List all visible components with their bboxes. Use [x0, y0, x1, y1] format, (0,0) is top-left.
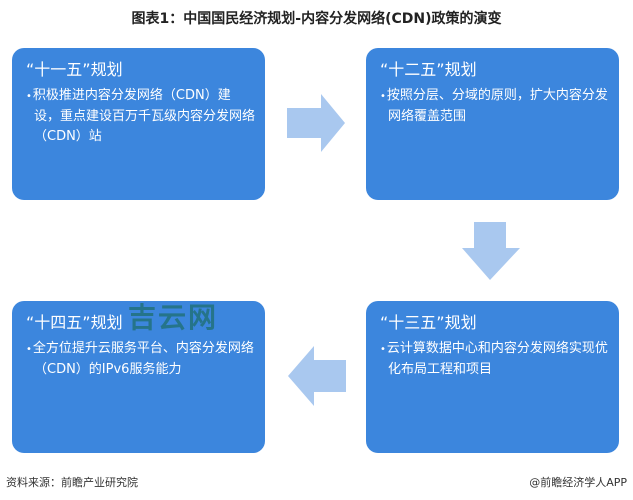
credit-note: @前瞻经济学人APP	[529, 476, 627, 489]
stage-text: 云计算数据中心和内容分发网络实现优化布局工程和项目	[380, 339, 609, 380]
arrow-left-icon	[288, 346, 346, 406]
stage-heading: “十二五”规划	[380, 60, 477, 79]
stage-heading: “十四五”规划	[26, 313, 123, 332]
stage-heading: “十一五”规划	[26, 60, 123, 79]
chart-title: 图表1：中国国民经济规划-内容分发网络(CDN)政策的演变	[131, 11, 502, 27]
stage-text: 全方位提升云服务平台、内容分发网络（CDN）的IPv6服务能力	[26, 339, 255, 380]
stage-box-11th: “十一五”规划 积极推进内容分发网络（CDN）建设，重点建设百万千瓦级内容分发网…	[12, 48, 265, 200]
stage-box-14th: “十四五”规划 全方位提升云服务平台、内容分发网络（CDN）的IPv6服务能力	[12, 301, 265, 453]
arrow-right-icon	[287, 94, 345, 152]
stage-box-12th: “十二五”规划 按照分层、分域的原则，扩大内容分发网络覆盖范围	[366, 48, 619, 200]
arrow-down-icon	[462, 222, 520, 280]
stage-text: 按照分层、分域的原则，扩大内容分发网络覆盖范围	[380, 86, 609, 127]
source-note: 资料来源：前瞻产业研究院	[6, 476, 138, 489]
watermark-logo: 吉云网	[128, 301, 219, 334]
stage-text: 积极推进内容分发网络（CDN）建设，重点建设百万千瓦级内容分发网络（CDN）站	[26, 86, 255, 147]
stage-box-13th: “十三五”规划 云计算数据中心和内容分发网络实现优化布局工程和项目	[366, 301, 619, 453]
stage-heading: “十三五”规划	[380, 313, 477, 332]
